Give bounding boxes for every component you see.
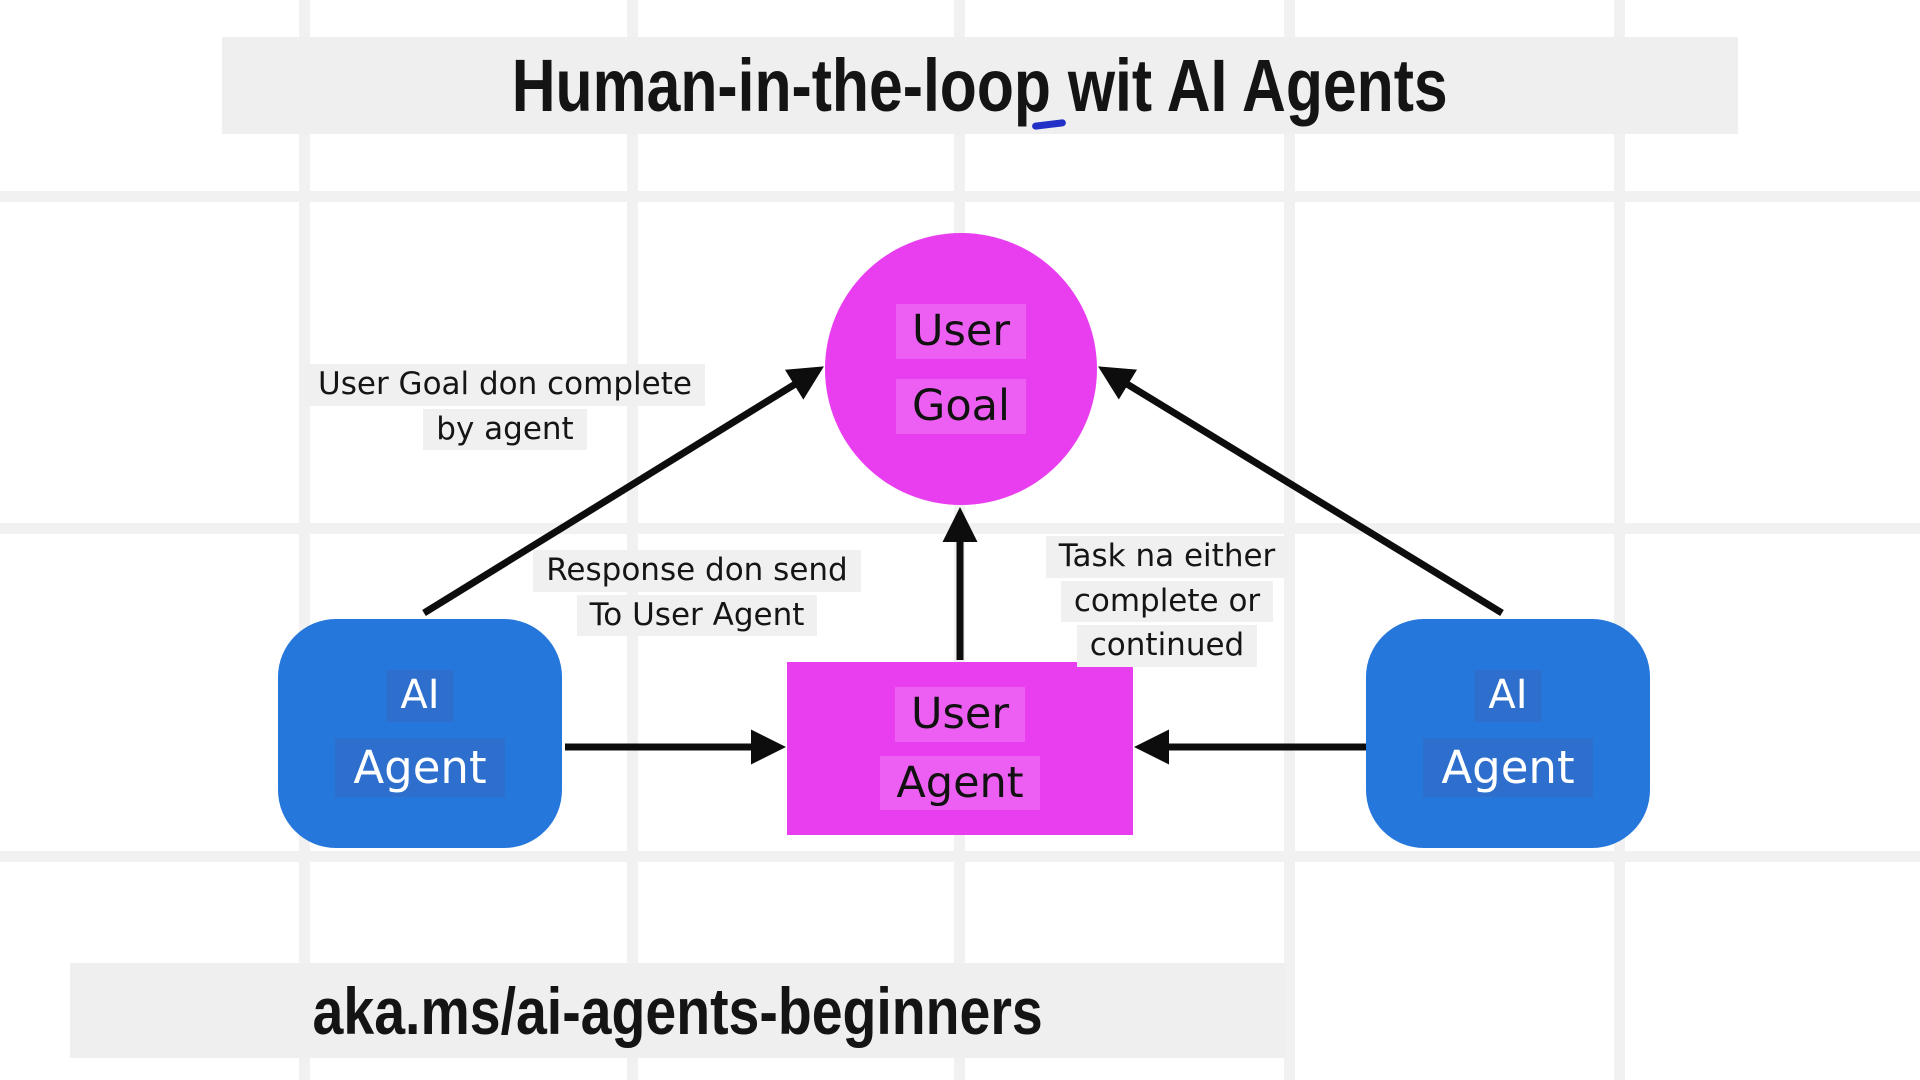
node-label: Agent bbox=[335, 737, 505, 797]
annotation-line: To User Agent bbox=[576, 594, 818, 637]
node-label: User bbox=[895, 304, 1026, 359]
node-user-goal: User Goal bbox=[825, 233, 1097, 505]
annotation-line: by agent bbox=[423, 408, 587, 451]
node-label: User bbox=[894, 686, 1025, 742]
grid-line-horizontal bbox=[0, 191, 1920, 202]
grid-line-horizontal bbox=[0, 851, 1920, 862]
annotation-line: Response don send bbox=[533, 550, 861, 592]
annotation-line: continued bbox=[1076, 625, 1258, 667]
node-label: Agent bbox=[880, 755, 1040, 811]
grid-line-vertical bbox=[299, 0, 310, 1080]
node-label: AI bbox=[1474, 670, 1542, 722]
node-label: Agent bbox=[1423, 737, 1593, 797]
arrow-ai-right-to-user-goal bbox=[1098, 366, 1504, 616]
title-band: Human-in-the-loop wit AI Agents bbox=[222, 37, 1738, 134]
annotation-line: Task na either bbox=[1045, 536, 1289, 578]
footer-band: aka.ms/ai-agents-beginners bbox=[70, 963, 1285, 1058]
node-ai-agent-right: AI Agent bbox=[1366, 619, 1650, 848]
node-label: Goal bbox=[896, 379, 1026, 434]
grid-line-vertical bbox=[1614, 0, 1625, 1080]
node-user-agent: User Agent bbox=[787, 662, 1133, 835]
grid-line-vertical bbox=[627, 0, 638, 1080]
node-ai-agent-left: AI Agent bbox=[278, 619, 562, 848]
annotation-line: User Goal don complete bbox=[305, 364, 705, 406]
annotation-line: complete or bbox=[1060, 580, 1274, 623]
page-title: Human-in-the-loop wit AI Agents bbox=[512, 44, 1448, 127]
annotation-user-goal-complete: User Goal don complete by agent bbox=[300, 364, 710, 451]
footer-link-text: aka.ms/ai-agents-beginners bbox=[312, 973, 1043, 1048]
grid-line-vertical bbox=[1284, 0, 1295, 1080]
arrow-ai-left-to-user-goal bbox=[422, 366, 824, 616]
annotation-response-sent: Response don send To User Agent bbox=[533, 550, 861, 637]
annotation-task-status: Task na either complete or continued bbox=[1038, 536, 1296, 667]
node-label: AI bbox=[386, 670, 454, 722]
